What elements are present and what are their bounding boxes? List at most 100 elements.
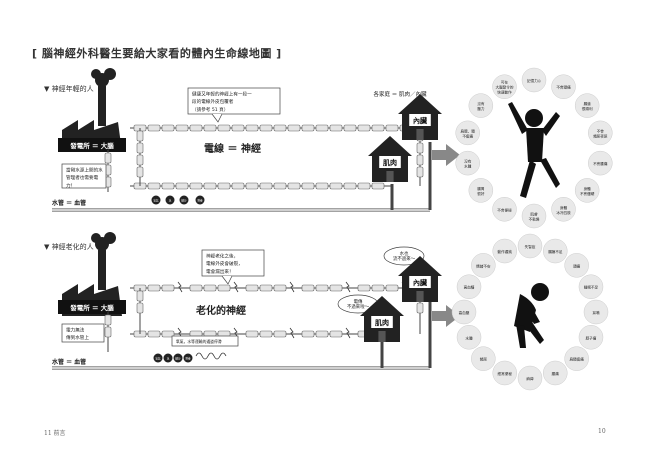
callout-aged-top-text: 神經老化之後， [206, 253, 238, 260]
young-circle-label: 腸胃 [477, 186, 485, 191]
insulation-segment [273, 330, 287, 338]
insulation-segment [343, 124, 357, 132]
insulation-segment [104, 314, 112, 326]
nerve-cable-bottom-young [130, 182, 392, 190]
spark-icon [177, 281, 183, 293]
section-label-aged: ▼ 神經老化的人 [44, 243, 94, 251]
callout-box [201, 249, 265, 277]
callout-box [187, 87, 281, 115]
aged-circle-label: 腰痛 [552, 371, 560, 376]
arm-right [542, 112, 560, 136]
young-circle [468, 93, 494, 118]
insulation-segment [315, 330, 329, 338]
insulation-segment [259, 124, 273, 132]
insulation-segment [357, 182, 371, 190]
aged-circle-label: 肩頸痠痛 [569, 357, 584, 362]
insulation-segment [329, 182, 343, 190]
insulation-segment [147, 124, 161, 132]
torso [526, 128, 544, 162]
insulation-segment [104, 326, 112, 338]
insulation-segment [273, 124, 287, 132]
aged-circle-label: 腸躁不足 [548, 249, 563, 254]
aged-circle-label: 動作遲鈍 [498, 249, 513, 254]
insulation-segment [371, 182, 385, 190]
callout-tail [221, 275, 233, 285]
chimney [98, 86, 106, 126]
spark-icon [233, 281, 239, 293]
callout-young-left-text: 當剛水源上開的水 [66, 167, 103, 174]
aged-circle [456, 274, 482, 299]
young-circle-label: 不會 [597, 128, 605, 133]
house-muscle-aged-label: 肌肉 [374, 318, 389, 327]
aged-circle-label: 水腫 [465, 335, 473, 340]
callout-young-top-text: （請參考 51 頁） [192, 106, 228, 113]
callout-young-left-text: 管理者也需要電 [66, 174, 99, 181]
house-muscle-aged: 肌肉 [360, 296, 404, 342]
speech-organ-text: 流不過來～ [393, 255, 416, 262]
nerve-cable-top-aged [130, 281, 420, 293]
leg-left [516, 324, 526, 348]
spark-icon [345, 327, 351, 339]
young-circle-label: 不會便秘 [497, 207, 512, 212]
wire-label-aged: 老化的神經 [195, 304, 246, 317]
young-circle-label: 壓力 [477, 106, 485, 111]
smoke-puff [104, 232, 116, 244]
house-sign [409, 114, 431, 126]
callout-young-top-text: 段的電線外皮包覆者 [192, 98, 234, 105]
insulation-segment [315, 182, 329, 190]
insulation-segment [203, 124, 217, 132]
young-circle [521, 67, 547, 93]
young-circle-label: 腸道 [584, 101, 592, 106]
speech-muscle-text: 不過來啦～ [347, 303, 370, 310]
arm-left [508, 102, 528, 134]
young-circle [588, 120, 613, 146]
young-circle [588, 150, 613, 176]
spark-icon [233, 327, 239, 339]
insulation-segment [161, 284, 175, 292]
nerve-cable-drop-aged [104, 312, 112, 352]
callout-tail [211, 113, 223, 123]
house-door [378, 331, 386, 342]
aged-circle-label: 高血糖 [464, 285, 475, 290]
aged-circle-label: 高血壓 [459, 310, 470, 315]
insulation-segment [104, 152, 112, 164]
young-circle-label: 沒有 [464, 159, 472, 164]
insulation-segment [357, 284, 371, 292]
insulation-segment [301, 182, 315, 190]
young-circle-label: 肌膚 [530, 212, 538, 217]
insulation-segment [287, 182, 301, 190]
leg-left [520, 160, 536, 198]
insulation-segment [136, 154, 144, 166]
young-circle-label: 不會僵硬 [580, 191, 595, 196]
callout-aged-top-text: 電會漏出來！ [206, 268, 234, 275]
aged-circle [451, 299, 477, 325]
insulation-segment [385, 284, 399, 292]
insulation-segment [416, 302, 424, 314]
spark-icon [289, 281, 295, 293]
house-organ-aged: 內臟 [398, 256, 442, 302]
house-door [386, 171, 394, 182]
insulation-segment [189, 284, 203, 292]
insulation-segment [203, 182, 217, 190]
young-circle-label: 快速動作 [497, 90, 512, 95]
aged-bubble-label: 營養 [185, 357, 191, 361]
insulation-segment [301, 124, 315, 132]
young-circle [574, 93, 600, 118]
young-circle [574, 178, 600, 203]
insulation-segment [147, 284, 161, 292]
aged-circle [456, 325, 482, 350]
insulation-segment [231, 124, 245, 132]
young-circle-label: 身體 [584, 186, 592, 191]
spark-icon [177, 327, 183, 339]
house-roof [360, 296, 404, 316]
callout-young-left-text: 力！ [66, 182, 75, 189]
young-circle-label: 不痠痛 [462, 133, 473, 138]
insulation-segment [329, 330, 343, 338]
aged-circle-label: 脖子痛 [586, 335, 597, 340]
aged-circle [578, 274, 604, 299]
insulation-segment [203, 284, 217, 292]
nerve-cable-left-young [136, 128, 144, 186]
young-circle-label: 頻尿夜尿 [593, 133, 608, 138]
house-roof [368, 136, 412, 156]
